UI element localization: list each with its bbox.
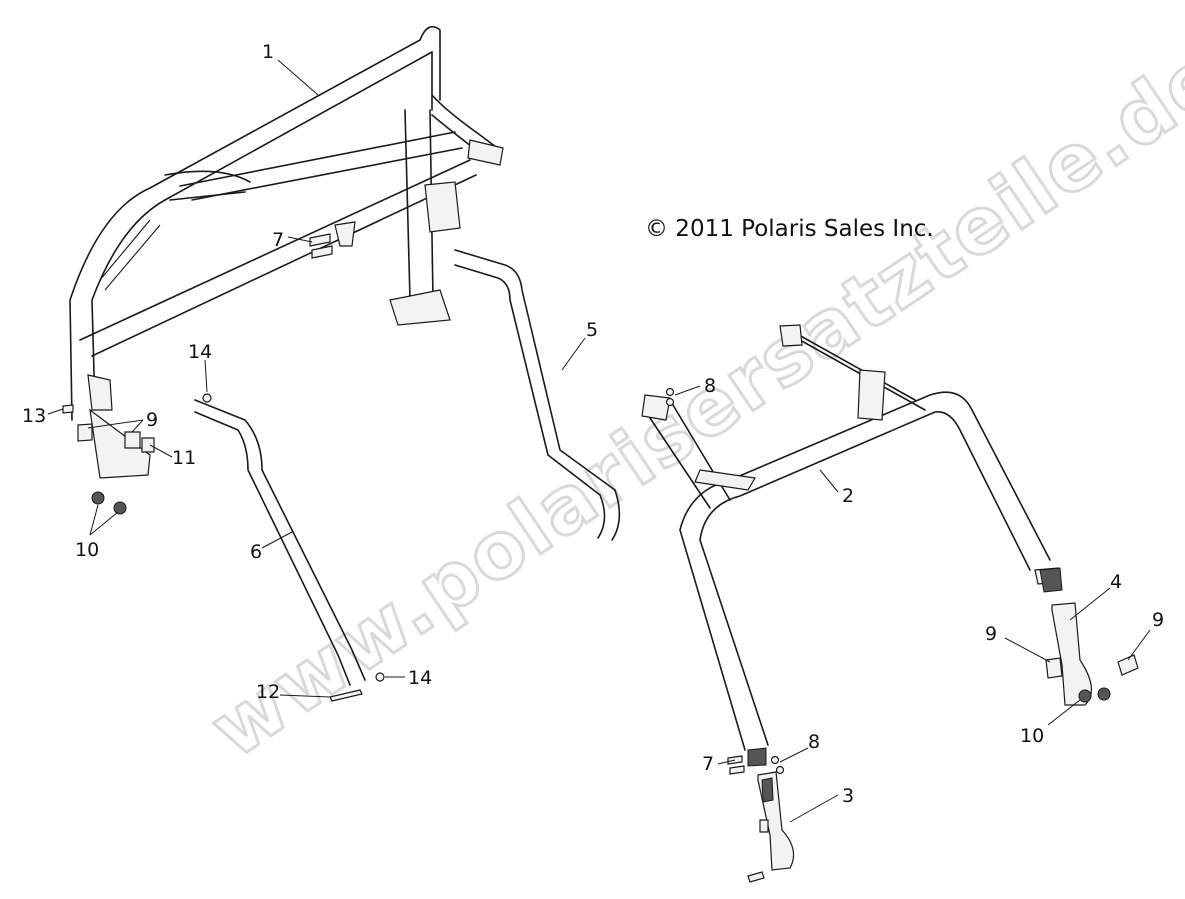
callout-14-bottom: 14 [408,667,432,689]
part-2-front-roll-frame [641,324,1061,751]
part-1-rear-roll-frame [69,25,504,479]
callout-9-left: 9 [146,409,158,431]
part-3-front-foot [747,747,795,871]
callout-7-top: 7 [272,229,284,251]
leader-lines [47,59,1151,823]
callout-10-left: 10 [75,539,99,561]
callout-6: 6 [250,541,262,563]
callout-10-right: 10 [1020,725,1044,747]
watermark-text: www.polarisersatzteile.de [195,31,1185,776]
callout-labels: 1 2 3 4 5 6 7 7 8 8 9 9 9 10 10 11 12 13… [22,41,1164,807]
callout-9-right-b: 9 [1152,609,1164,631]
callout-13: 13 [22,405,46,427]
callout-5: 5 [586,319,598,341]
callout-3: 3 [842,785,854,807]
copyright-text: © 2011 Polaris Sales Inc. [645,216,934,242]
callout-9-right-a: 9 [985,623,997,645]
callout-8-top: 8 [704,375,716,397]
callout-2: 2 [842,485,854,507]
callout-11: 11 [172,447,196,469]
callout-7-bottom: 7 [702,753,714,775]
part-4-rear-foot [1039,567,1092,706]
callout-14-top: 14 [188,341,212,363]
callout-4: 4 [1110,571,1122,593]
part-6-side-brace [194,399,366,686]
part-5-diagonal-brace [454,249,621,541]
hardware-fasteners [62,233,1139,883]
callout-8-bottom: 8 [808,731,820,753]
callout-12: 12 [256,681,280,703]
callout-1: 1 [262,41,274,63]
